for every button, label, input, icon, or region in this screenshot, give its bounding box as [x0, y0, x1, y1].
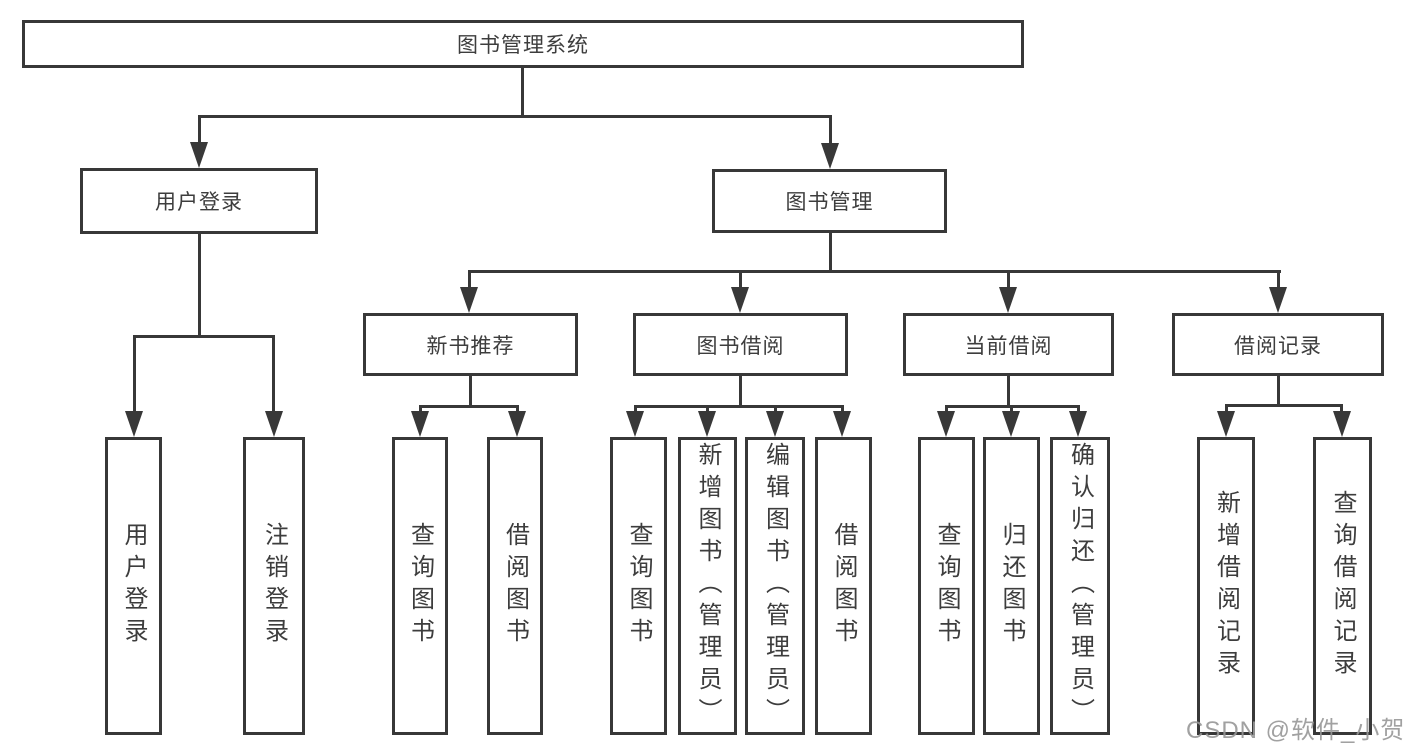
leaf-add-borrow-record-label: 新增借阅记录 [1212, 490, 1240, 682]
arrow-down-icon [833, 411, 851, 437]
node-user-login: 用户登录 [80, 168, 318, 234]
connector-line [198, 115, 832, 118]
arrow-down-icon [411, 411, 429, 437]
leaf-query-books-2-label: 查询图书 [625, 522, 652, 650]
leaf-query-books-3: 查询图书 [918, 437, 975, 735]
leaf-logout-label: 注销登录 [260, 522, 288, 650]
connector-line [198, 234, 201, 338]
connector-line [1277, 270, 1280, 290]
connector-line [829, 115, 832, 147]
leaf-query-borrow-record: 查询借阅记录 [1313, 437, 1372, 735]
leaf-confirm-return-admin: 确认归还（管理员） [1050, 437, 1110, 735]
arrow-down-icon [766, 411, 784, 437]
connector-line [198, 115, 201, 147]
leaf-add-borrow-record: 新增借阅记录 [1197, 437, 1255, 735]
connector-line [634, 405, 637, 415]
arrow-down-icon [190, 142, 208, 168]
node-new-book-recommend-label: 新书推荐 [426, 334, 515, 358]
arrow-down-icon [937, 411, 955, 437]
node-new-book-recommend: 新书推荐 [363, 313, 578, 376]
node-current-borrowing: 当前借阅 [903, 313, 1114, 376]
connector-line [469, 376, 472, 407]
leaf-return-books: 归还图书 [983, 437, 1040, 735]
leaf-add-books-admin-label: 新增图书（管理员） [694, 442, 721, 730]
node-book-borrowing: 图书借阅 [633, 313, 848, 376]
leaf-return-books-label: 归还图书 [998, 522, 1025, 650]
node-root-label: 图书管理系统 [457, 34, 589, 57]
leaf-query-books-1-label: 查询图书 [406, 522, 434, 650]
arrow-down-icon [1002, 411, 1020, 437]
connector-line [1340, 404, 1343, 414]
leaf-query-books-3-label: 查询图书 [933, 522, 960, 650]
arrow-down-icon [1333, 411, 1351, 437]
arrow-down-icon [460, 287, 478, 313]
connector-line [829, 233, 832, 273]
connector-line [841, 405, 844, 415]
connector-line [1225, 404, 1343, 407]
connector-line [133, 335, 275, 338]
leaf-borrow-books-1: 借阅图书 [487, 437, 543, 735]
arrow-down-icon [999, 287, 1017, 313]
connector-line [468, 270, 1281, 273]
arrow-down-icon [1217, 411, 1235, 437]
connector-line [1007, 270, 1010, 290]
arrow-down-icon [731, 287, 749, 313]
connector-line [133, 335, 136, 415]
node-root: 图书管理系统 [22, 20, 1024, 68]
connector-line [1010, 405, 1013, 415]
leaf-add-books-admin: 新增图书（管理员） [678, 437, 737, 735]
arrow-down-icon [698, 411, 716, 437]
node-book-borrowing-label: 图书借阅 [696, 334, 785, 358]
node-book-management-label: 图书管理 [785, 191, 874, 214]
arrow-down-icon [265, 411, 283, 437]
connector-line [945, 405, 948, 415]
connector-line [1277, 376, 1280, 406]
leaf-borrow-books-2: 借阅图书 [815, 437, 872, 735]
leaf-edit-books-admin: 编辑图书（管理员） [745, 437, 805, 735]
node-borrowing-records-label: 借阅记录 [1234, 334, 1322, 358]
leaf-query-books-2: 查询图书 [610, 437, 667, 735]
leaf-query-borrow-record-label: 查询借阅记录 [1329, 490, 1356, 682]
node-book-management: 图书管理 [712, 169, 947, 233]
csdn-watermark: CSDN @软件_小贺同学 [1186, 717, 1405, 744]
arrow-down-icon [821, 143, 839, 169]
connector-line [739, 376, 742, 407]
leaf-user-login-label: 用户登录 [120, 522, 147, 650]
arrow-down-icon [1069, 411, 1087, 437]
connector-line [272, 335, 275, 415]
leaf-query-books-1: 查询图书 [392, 437, 448, 735]
connector-line [521, 68, 524, 115]
connector-line [1007, 376, 1010, 407]
connector-line [774, 405, 777, 415]
connector-line [634, 405, 844, 408]
node-borrowing-records: 借阅记录 [1172, 313, 1384, 376]
node-user-login-label: 用户登录 [155, 191, 243, 214]
arrow-down-icon [125, 411, 143, 437]
leaf-user-login: 用户登录 [105, 437, 162, 735]
connector-line [516, 405, 519, 415]
connector-line [419, 405, 422, 415]
connector-line [419, 405, 519, 408]
leaf-confirm-return-admin-label: 确认归还（管理员） [1066, 442, 1094, 730]
leaf-borrow-books-2-label: 借阅图书 [830, 522, 857, 650]
arrow-down-icon [1269, 287, 1287, 313]
arrow-down-icon [508, 411, 526, 437]
leaf-logout: 注销登录 [243, 437, 305, 735]
connector-line [1225, 404, 1228, 414]
connector-line [1077, 405, 1080, 415]
arrow-down-icon [626, 411, 644, 437]
leaf-edit-books-admin-label: 编辑图书（管理员） [761, 442, 789, 730]
connector-line [739, 270, 742, 290]
node-current-borrowing-label: 当前借阅 [964, 334, 1053, 358]
connector-line [706, 405, 709, 415]
leaf-borrow-books-1-label: 借阅图书 [501, 522, 529, 650]
connector-line [468, 270, 471, 290]
